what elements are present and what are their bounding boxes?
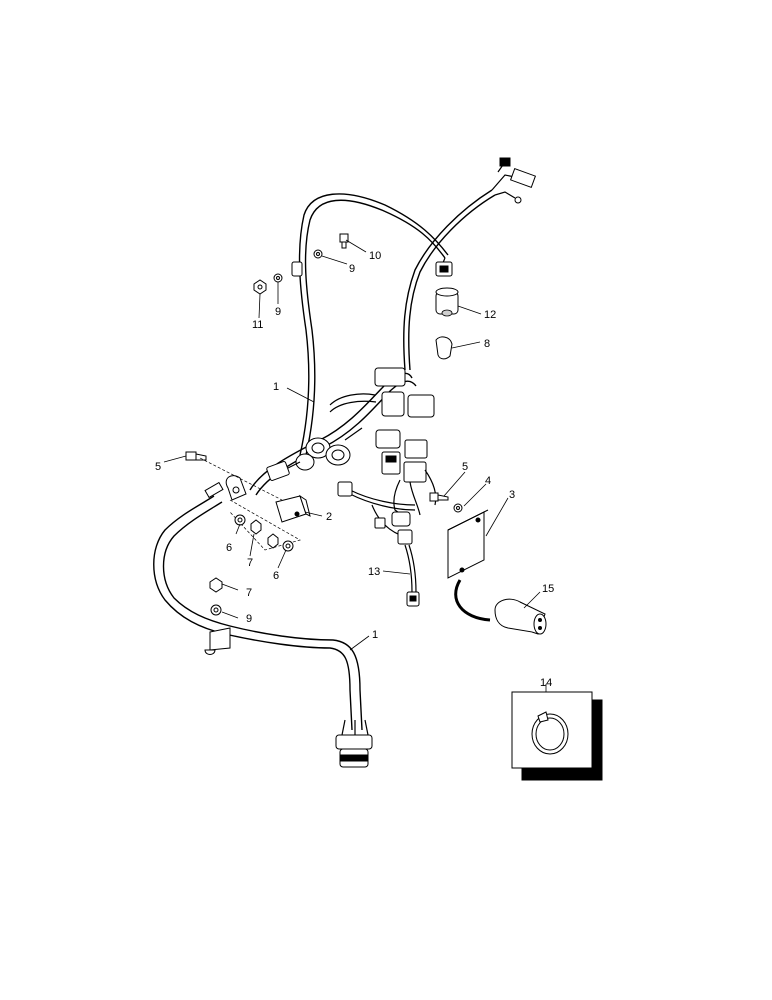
module-part-3	[429, 492, 491, 622]
central-connector-cluster	[266, 367, 437, 527]
callout-9-b: 9	[349, 263, 355, 275]
lower-harness	[153, 481, 373, 768]
callout-1-upper: 1	[273, 381, 279, 393]
bracket-assembly	[185, 451, 311, 552]
callout-4: 4	[485, 475, 491, 487]
switch-connector	[435, 257, 453, 277]
callout-12: 12	[484, 309, 496, 321]
leader-lines	[163, 239, 547, 692]
callout-15: 15	[542, 583, 554, 595]
callout-5-left: 5	[155, 461, 161, 473]
knob-part-8	[435, 336, 453, 360]
upper-harness	[249, 189, 496, 496]
callout-7-b: 7	[246, 587, 252, 599]
callout-5-right: 5	[462, 461, 468, 473]
callout-6-b: 6	[273, 570, 279, 582]
callout-11: 11	[252, 319, 263, 331]
callout-9-c: 9	[246, 613, 252, 625]
callout-9-a: 9	[275, 306, 281, 318]
callout-8: 8	[484, 338, 490, 350]
callout-1-lower: 1	[372, 629, 378, 641]
callout-13: 13	[368, 566, 380, 578]
callout-3: 3	[509, 489, 515, 501]
callout-7-a: 7	[247, 557, 253, 569]
connector-part-15	[494, 598, 547, 635]
callout-10: 10	[369, 250, 381, 262]
callout-2: 2	[326, 511, 332, 523]
harness-part-13	[337, 481, 420, 607]
callout-6-a: 6	[226, 542, 232, 554]
switch-part-12	[435, 287, 459, 317]
callout-labels: 1 1 2 3 4 5 5 6 6 7 7 8 9 9 9 10 11 12 1…	[155, 250, 554, 689]
inset-box-part-14	[511, 691, 603, 781]
callout-14: 14	[540, 677, 552, 689]
top-connector	[491, 157, 537, 204]
